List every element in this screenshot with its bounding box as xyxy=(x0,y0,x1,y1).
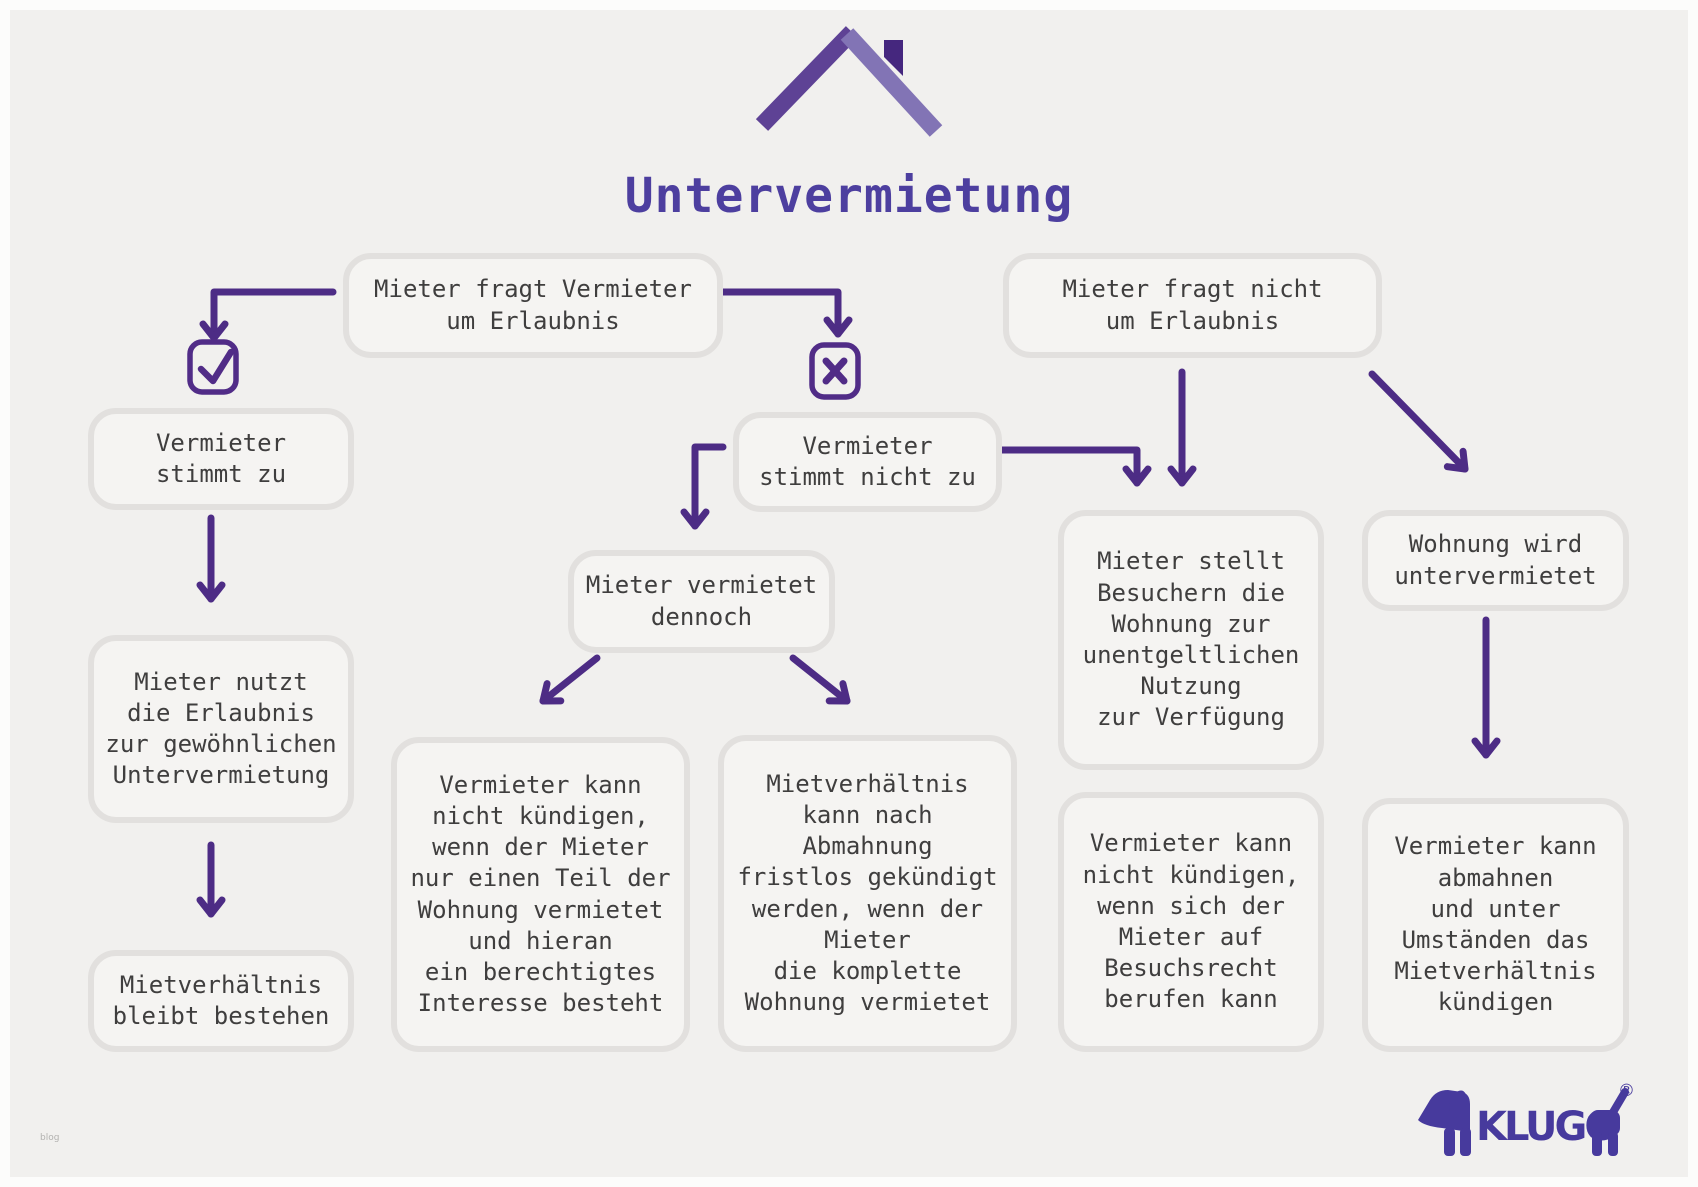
arrow-disagrees-to-guests xyxy=(988,446,1152,487)
node-label: Wohnung wird untervermietet xyxy=(1394,530,1597,590)
chimney-shape xyxy=(884,40,903,76)
node-flat-gets-sublet: Wohnung wird untervermietet xyxy=(1362,510,1629,611)
node-no-termination-visiting-right: Vermieter kann nicht kündigen, wenn sich… xyxy=(1058,792,1324,1052)
arrow-noask-to-sublet xyxy=(1368,370,1469,473)
node-guests-free-use: Mieter stellt Besuchern die Wohnung zur … xyxy=(1058,510,1324,770)
dog-tail-shape xyxy=(1608,1088,1629,1118)
node-no-ask-permission: Mieter fragt nicht um Erlaubnis xyxy=(1003,253,1382,358)
node-label: Vermieter kann nicht kündigen, wenn sich… xyxy=(1082,829,1300,1014)
node-label: Mieter vermietet dennoch xyxy=(585,571,818,631)
arrows-layer: KLUGO ® xyxy=(187,26,1635,1156)
dog-hind-leg xyxy=(1592,1132,1602,1156)
node-label: Vermieter stimmt zu xyxy=(155,428,287,488)
node-label: Mieter fragt nicht um Erlaubnis xyxy=(1062,275,1323,335)
node-label: Mieter stellt Besuchern die Wohnung zur … xyxy=(1082,547,1300,732)
check-icon xyxy=(187,339,239,395)
node-label: Mietverhältnis kann nach Abmahnung frist… xyxy=(737,769,998,1017)
node-label: Mieter fragt Vermieter um Erlaubnis xyxy=(374,275,692,335)
node-label: Vermieter kann abmahnen und unter Umstän… xyxy=(1394,832,1597,1017)
watermark-text: blog xyxy=(40,1133,60,1143)
x-icon xyxy=(809,342,861,400)
node-label: Vermieter stimmt nicht zu xyxy=(759,431,976,491)
node-landlord-disagrees: Vermieter stimmt nicht zu xyxy=(733,412,1002,512)
dog-front-leg xyxy=(1444,1128,1455,1156)
node-label: Mietverhältnis bleibt bestehen xyxy=(112,970,330,1030)
klugo-logo: KLUGO ® xyxy=(1418,1081,1635,1156)
arrow-ask-to-reject xyxy=(709,288,853,338)
node-tenant-sublets-anyway: Mieter vermietet dennoch xyxy=(568,550,835,653)
node-tenancy-remains: Mietverhältnis bleibt bestehen xyxy=(88,950,354,1052)
dog-hind-leg xyxy=(1608,1132,1618,1156)
node-ask-permission: Mieter fragt Vermieter um Erlaubnis xyxy=(343,253,723,358)
dog-ear-shape xyxy=(1449,1090,1467,1118)
arrow-anyway-to-warning xyxy=(789,654,851,705)
arrow-anyway-to-partial xyxy=(539,654,601,705)
node-landlord-agrees: Vermieter stimmt zu xyxy=(88,408,354,510)
house-roof-icon xyxy=(755,26,943,137)
node-tenant-uses-permission: Mieter nutzt die Erlaubnis zur gewöhnlic… xyxy=(88,635,354,823)
logo-registered-mark: ® xyxy=(1618,1081,1635,1101)
arrow-ask-to-approve xyxy=(199,288,337,342)
node-no-termination-partial-sublet: Vermieter kann nicht kündigen, wenn der … xyxy=(391,737,690,1052)
node-label: Vermieter kann nicht kündigen, wenn der … xyxy=(410,770,671,1018)
node-termination-after-warning: Mietverhältnis kann nach Abmahnung frist… xyxy=(718,735,1017,1052)
page-title: Untervermietung xyxy=(624,168,1074,224)
arrow-disagrees-to-anyway xyxy=(680,443,727,530)
dog-front-leg xyxy=(1460,1128,1471,1156)
node-label: Mieter nutzt die Erlaubnis zur gewöhnlic… xyxy=(105,667,337,790)
node-warning-and-termination: Vermieter kann abmahnen und unter Umstän… xyxy=(1362,798,1629,1052)
